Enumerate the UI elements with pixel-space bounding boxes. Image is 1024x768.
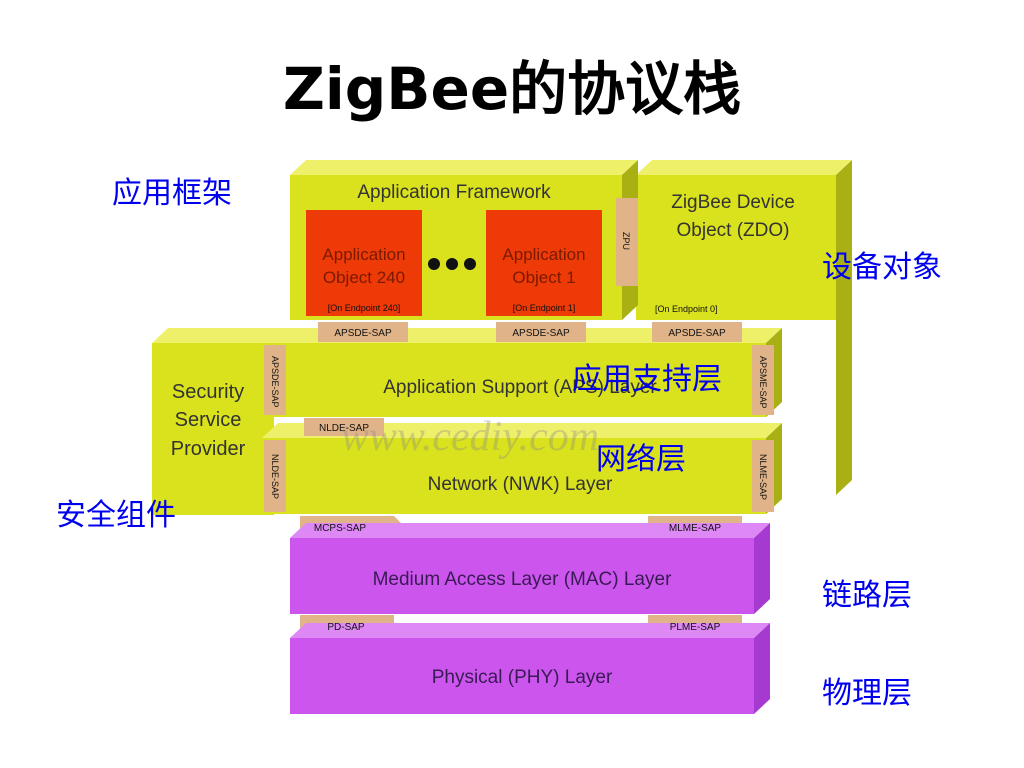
- annotation-app-framework: 应用框架: [112, 176, 232, 211]
- app-obj-1-line1: Application: [502, 245, 585, 264]
- security-service-provider: [152, 328, 290, 515]
- annotation-security: 安全组件: [56, 498, 176, 533]
- page-title: ZigBee的协议栈: [282, 55, 742, 123]
- phy-layer: [290, 623, 770, 714]
- mac-layer: [290, 523, 770, 614]
- annotation-aps-layer: 应用支持层: [572, 362, 722, 397]
- security-line3: Provider: [171, 438, 246, 460]
- nwk-layer-label: Network (NWK) Layer: [428, 474, 613, 495]
- nwk-layer: [262, 423, 782, 514]
- nlme-sap-vertical: [752, 440, 774, 512]
- mcps-sap-label: MCPS-SAP: [314, 523, 367, 534]
- zdo-line1: ZigBee Device: [671, 192, 795, 213]
- mac-layer-label: Medium Access Layer (MAC) Layer: [373, 569, 672, 590]
- app-obj-1-line2: Object 1: [512, 268, 575, 287]
- apsde-sap-1-label: APSDE-SAP: [334, 328, 392, 339]
- app-object-1: [486, 210, 602, 316]
- apsme-sap-vertical-label: APSME-SAP: [758, 356, 768, 409]
- ellipsis-icon: [428, 258, 476, 270]
- watermark: www.cediy.com: [341, 414, 599, 460]
- nlde-sap-connector: [304, 418, 384, 436]
- annotation-device-object: 设备对象: [822, 250, 942, 285]
- aps-layer-label: Application Support (APS) Layer: [383, 377, 657, 398]
- mlme-sap-label: MLME-SAP: [669, 523, 722, 534]
- nlde-sap-vertical: [264, 440, 286, 512]
- pd-sap-label: PD-SAP: [327, 622, 365, 633]
- phy-layer-label: Physical (PHY) Layer: [432, 667, 613, 688]
- nlde-sap-label: NLDE-SAP: [319, 423, 369, 434]
- zdo-block: [636, 160, 852, 495]
- security-line2: Service: [175, 409, 242, 431]
- app-obj-240-endpoint: [On Endpoint 240]: [328, 303, 401, 313]
- nlme-sap-vertical-label: NLME-SAP: [758, 454, 768, 500]
- apsde-sap-vertical-label: APSDE-SAP: [270, 356, 280, 408]
- apsde-sap-connectors: [318, 322, 742, 342]
- apsme-sap-vertical: [752, 345, 774, 415]
- annotation-network-layer: 网络层: [596, 442, 686, 477]
- zpu-label: ZPU: [621, 232, 631, 250]
- app-obj-240-line2: Object 240: [323, 268, 405, 287]
- annotation-link-layer: 链路层: [822, 578, 912, 613]
- annotation-phy-layer: 物理层: [822, 676, 912, 711]
- zpu-tab: [616, 198, 638, 286]
- nlde-sap-vertical-label: NLDE-SAP: [270, 454, 280, 499]
- zdo-line2: Object (ZDO): [677, 220, 790, 241]
- zdo-endpoint: [On Endpoint 0]: [655, 304, 718, 314]
- apsde-sap-vertical: [264, 345, 286, 415]
- security-line1: Security: [172, 381, 244, 403]
- app-object-240: [306, 210, 422, 316]
- app-obj-1-endpoint: [On Endpoint 1]: [513, 303, 576, 313]
- plme-sap-label: PLME-SAP: [670, 622, 721, 633]
- app-obj-240-line1: Application: [322, 245, 405, 264]
- app-framework-label: Application Framework: [357, 182, 551, 203]
- apsde-sap-3-label: APSDE-SAP: [668, 328, 726, 339]
- apsde-sap-2-label: APSDE-SAP: [512, 328, 570, 339]
